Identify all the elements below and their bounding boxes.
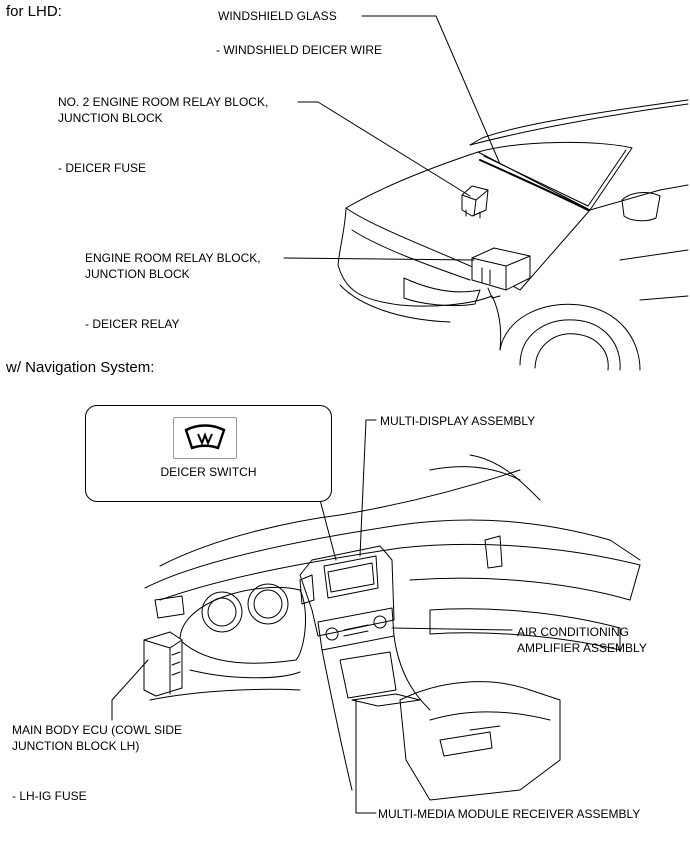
- windshield-deicer-icon: [173, 417, 237, 459]
- section-header-navigation: w/ Navigation System:: [6, 359, 155, 376]
- vehicle-exterior: [337, 99, 689, 371]
- label-main-body-ecu-line1: MAIN BODY ECU (COWL SIDE: [12, 723, 183, 737]
- label-no2-relay-block-line1: NO. 2 ENGINE ROOM RELAY BLOCK,: [58, 95, 269, 109]
- label-no2-relay-block-line2: JUNCTION BLOCK: [58, 111, 163, 125]
- callout-pointer: [291, 499, 337, 561]
- label-windshield-deicer-wire: - WINDSHIELD DEICER WIRE: [216, 43, 383, 57]
- label-main-body-ecu-line2: JUNCTION BLOCK LH): [12, 739, 140, 753]
- leader-lines-upper: [283, 15, 501, 261]
- label-multi-display: MULTI-DISPLAY ASSEMBLY: [380, 414, 536, 428]
- label-ac-amplifier-line1: AIR CONDITIONING: [517, 625, 630, 639]
- no2-relay-block-part: [461, 185, 489, 219]
- section-header-lhd: for LHD:: [6, 3, 62, 20]
- deicer-switch-callout: DEICER SWITCH: [85, 405, 332, 502]
- label-deicer-switch: DEICER SWITCH: [160, 465, 257, 479]
- engine-relay-block-part: [471, 247, 531, 299]
- label-deicer-fuse: - DEICER FUSE: [58, 161, 147, 175]
- label-engine-relay-block-line1: ENGINE ROOM RELAY BLOCK,: [85, 251, 261, 265]
- dashboard-interior: [144, 454, 641, 801]
- leader-lines-lower: [111, 419, 513, 814]
- label-multimedia-receiver: MULTI-MEDIA MODULE RECEIVER ASSEMBLY: [378, 807, 641, 821]
- label-ac-amplifier-line2: AMPLIFIER ASSEMBLY: [517, 641, 647, 655]
- label-windshield-glass: WINDSHIELD GLASS: [218, 9, 337, 23]
- label-engine-relay-block-line2: JUNCTION BLOCK: [85, 267, 190, 281]
- label-lh-ig-fuse: - LH-IG FUSE: [12, 789, 87, 803]
- label-deicer-relay: - DEICER RELAY: [85, 317, 180, 331]
- main-body-ecu-part: [143, 631, 183, 697]
